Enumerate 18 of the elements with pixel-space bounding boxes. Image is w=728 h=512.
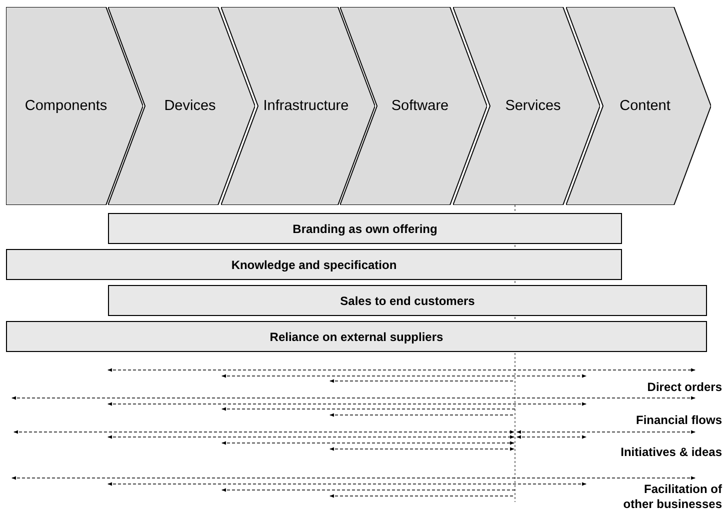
bar-label: Knowledge and specification: [231, 258, 397, 272]
stage-label: Services: [505, 98, 561, 114]
flow-label: Facilitation of other businesses: [622, 482, 722, 512]
bar-panel: [108, 213, 622, 244]
stage-label: Devices: [164, 98, 216, 114]
bar-panel: [6, 321, 707, 352]
stage-label: Components: [24, 98, 108, 114]
flow-label: Financial flows: [636, 413, 722, 428]
bar-label: Reliance on external suppliers: [270, 330, 444, 344]
stage-label: Infrastructure: [263, 98, 349, 114]
bar-panel: [108, 285, 707, 316]
stage-label: Content: [620, 98, 670, 114]
bar-label: Sales to end customers: [340, 294, 475, 308]
bar-panel: [6, 249, 622, 280]
stage-label: Software: [391, 98, 449, 114]
flow-label: Initiatives & ideas: [620, 445, 722, 460]
flow-label: Direct orders: [647, 380, 722, 395]
bar-label: Branding as own offering: [292, 222, 438, 236]
